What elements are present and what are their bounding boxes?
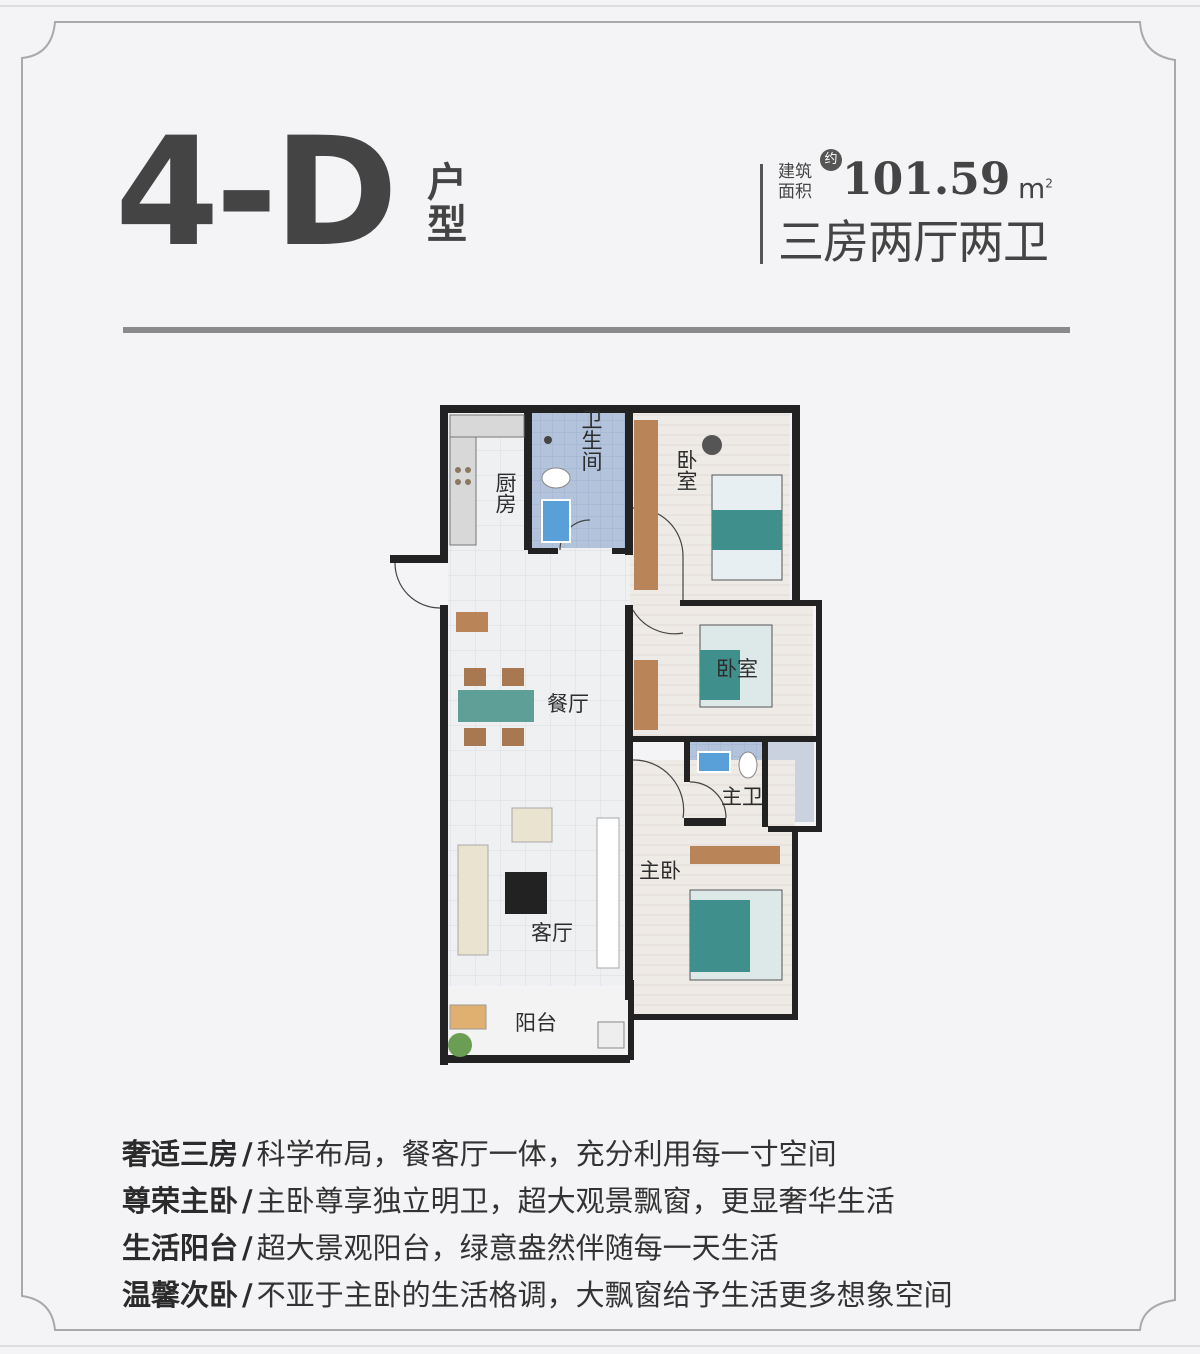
feature-text: 科学布局，餐客厅一体，充分利用每一寸空间 bbox=[256, 1137, 837, 1171]
feature-text: 不亚于主卧的生活格调，大飘窗给予生活更多想象空间 bbox=[256, 1278, 953, 1312]
shower-icon bbox=[544, 436, 552, 444]
wardrobe-master bbox=[690, 846, 780, 864]
feature-separator: / bbox=[242, 1278, 253, 1312]
dining-table-icon bbox=[458, 690, 534, 722]
feature-item: 生活阳台/超大景观阳台，绿意盎然伴随每一天生活 bbox=[122, 1230, 779, 1266]
lounge-chair-icon bbox=[449, 1004, 487, 1030]
approx-badge: 约 bbox=[820, 149, 842, 171]
tv-cabinet-icon bbox=[596, 817, 620, 969]
label-kitchen: 厨房 bbox=[493, 472, 517, 514]
feature-separator: / bbox=[242, 1231, 253, 1265]
walls bbox=[390, 405, 822, 1065]
label-bedroom-middle: 卧室 bbox=[716, 657, 758, 681]
label-bathroom: 卫生间 bbox=[579, 409, 603, 472]
feature-item: 奢适三房/科学布局，餐客厅一体，充分利用每一寸空间 bbox=[122, 1136, 837, 1172]
label-master-bath: 主卫 bbox=[721, 785, 763, 809]
area-unit: m2 bbox=[1018, 172, 1053, 205]
label-dining: 餐厅 bbox=[547, 692, 589, 716]
master-toilet-icon bbox=[738, 751, 758, 779]
label-balcony: 阳台 bbox=[515, 1011, 557, 1035]
kitchen-counter bbox=[449, 414, 525, 438]
label-living: 客厅 bbox=[531, 921, 573, 945]
wardrobe-north bbox=[634, 420, 658, 590]
sideboard-icon bbox=[456, 612, 488, 632]
bed-master-cover bbox=[690, 900, 750, 972]
unit-suffix: 户型 bbox=[427, 160, 467, 248]
feature-text: 超大景观阳台，绿意盎然伴随每一天生活 bbox=[256, 1231, 779, 1265]
layout-type: 三房两厅两卫 bbox=[778, 215, 1049, 269]
area-divider bbox=[760, 164, 763, 264]
feature-text: 主卧尊享独立明卫，超大观景飘窗，更显奢华生活 bbox=[256, 1184, 895, 1218]
wardrobe-middle bbox=[634, 660, 658, 730]
bed-north-cover bbox=[712, 510, 782, 550]
feature-title: 奢适三房 bbox=[122, 1137, 239, 1171]
washer-icon bbox=[597, 1021, 625, 1049]
label-bedroom-north: 卧室 bbox=[674, 449, 698, 491]
header-divider bbox=[123, 327, 1070, 333]
armchair-icon bbox=[511, 807, 553, 843]
feature-item: 温馨次卧/不亚于主卧的生活格调，大飘窗给予生活更多想象空间 bbox=[122, 1277, 953, 1313]
feature-separator: / bbox=[242, 1184, 253, 1218]
feature-title: 温馨次卧 bbox=[122, 1278, 239, 1312]
kitchen-side-counter bbox=[449, 436, 477, 546]
feature-title: 尊荣主卧 bbox=[122, 1184, 239, 1218]
area-value: 101.59 bbox=[842, 154, 1011, 205]
stove-icon bbox=[455, 467, 471, 485]
feature-item: 尊荣主卧/主卧尊享独立明卫，超大观景飘窗，更显奢华生活 bbox=[122, 1183, 895, 1219]
feature-separator: / bbox=[242, 1137, 253, 1171]
master-bath-sink-icon bbox=[697, 751, 731, 773]
dining-chairs-icon bbox=[464, 668, 524, 746]
plant-icon bbox=[448, 1033, 472, 1057]
bed-middle-cover bbox=[700, 650, 740, 700]
sofa-icon bbox=[457, 844, 489, 956]
unit-code: 4-D bbox=[115, 106, 398, 280]
chair-north-icon bbox=[702, 435, 722, 455]
coffee-table-icon bbox=[505, 872, 547, 914]
feature-title: 生活阳台 bbox=[122, 1231, 239, 1265]
toilet-icon bbox=[541, 467, 571, 489]
area-label: 建筑面积 bbox=[778, 162, 812, 202]
label-master-bedroom: 主卧 bbox=[639, 859, 681, 883]
floor-plan: 厨房 卫生间 卧室 卧室 餐厅 客厅 主卫 主卧 阳台 bbox=[390, 405, 822, 1065]
bathtub-icon bbox=[541, 499, 571, 543]
